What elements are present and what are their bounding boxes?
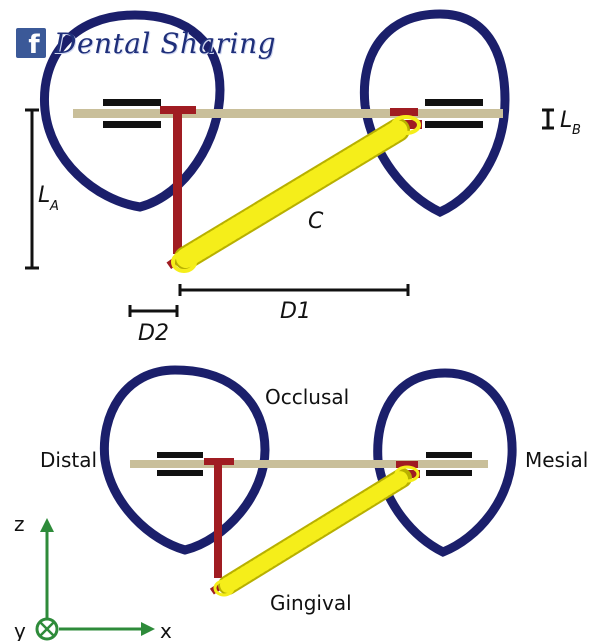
dimension-d1: [178, 284, 410, 296]
dimension-d2: [128, 305, 179, 317]
label-y: y: [14, 619, 26, 641]
tooth-right-bottom: [373, 368, 517, 557]
bottom-diagram: Occlusal Distal Mesial Gingival: [40, 365, 588, 615]
label-x: x: [160, 619, 172, 641]
label-la: L: [38, 183, 50, 208]
x-axis-arrowhead: [141, 622, 155, 636]
hook-top: [390, 108, 422, 129]
hook-bottom: [396, 461, 420, 478]
label-c: C: [308, 209, 324, 234]
tooth-right-top: [359, 9, 510, 217]
label-d2: D2: [138, 321, 169, 346]
tooth-left-bottom: [99, 365, 270, 555]
label-gingival: Gingival: [270, 591, 352, 615]
tooth-left-top: [39, 10, 225, 212]
bracket-right-top: [425, 99, 483, 128]
label-z: z: [14, 512, 25, 536]
facebook-icon: f: [16, 28, 46, 58]
label-lb: L: [560, 108, 572, 133]
label-d1: D1: [280, 299, 311, 324]
coil-spring-top: [171, 115, 421, 273]
bracket-left-top: [103, 99, 161, 128]
z-axis-arrowhead: [40, 518, 54, 532]
coil-spring-bottom: [213, 465, 420, 597]
label-la-sub: A: [49, 199, 59, 214]
bracket-left-bottom: [157, 452, 203, 476]
brand-watermark: f Dental Sharing: [16, 26, 276, 60]
archwire-top: [73, 109, 503, 118]
axes-indicator: z y x: [14, 512, 172, 641]
dimension-la: [25, 108, 39, 270]
top-diagram: L A L B C D1 D2: [25, 9, 581, 346]
archwire-bottom: [130, 460, 488, 468]
dimension-lb: [542, 108, 554, 130]
bracket-right-bottom: [426, 452, 472, 476]
label-lb-sub: B: [572, 123, 581, 138]
label-mesial: Mesial: [525, 448, 588, 472]
label-occlusal: Occlusal: [265, 385, 349, 409]
brand-text: Dental Sharing: [54, 26, 277, 60]
label-distal: Distal: [40, 448, 97, 472]
